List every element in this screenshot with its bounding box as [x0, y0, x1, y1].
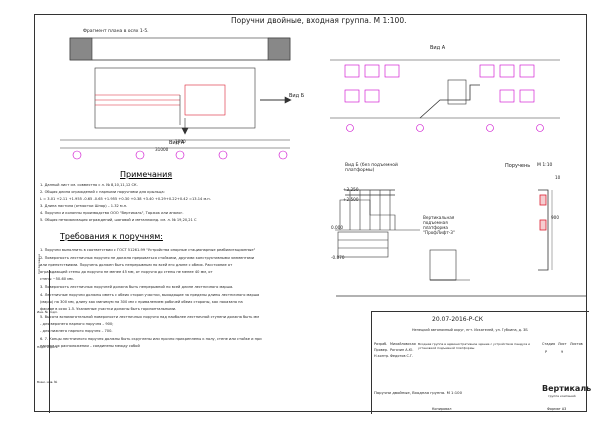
elev-mark-3: 0.000 — [331, 225, 343, 230]
plan-fragment — [60, 37, 292, 160]
stamp-role-2: Провер. — [374, 348, 389, 352]
company-subtitle: группа компаний — [548, 394, 576, 398]
sidebar-label-4: Взам. инв. № — [37, 380, 58, 384]
req-line-9: фасаде в осях 1-5. Указанные участки дол… — [40, 307, 177, 311]
drawing-sheet-frame: Поручни двойные, входная группа. М 1:100… — [34, 14, 592, 414]
stamp-role-3: Н.контр. — [374, 354, 390, 358]
stamp-sheets-hdr: Листов — [570, 342, 583, 346]
handrail-detail — [538, 189, 553, 271]
req-line-3: или препятствиями. Поручень должен быть … — [40, 263, 233, 267]
req-line-5: стены ~50-60 мм. — [40, 277, 74, 281]
dim-mark-1: 1800 — [175, 139, 186, 144]
dim-mark-4: 10 — [555, 175, 561, 180]
sidebar-label-2: Инв. № подл. — [37, 310, 58, 314]
handrail-scale: М 1:10 — [537, 163, 553, 168]
stamp-sheet-hdr: Лист — [558, 342, 567, 346]
view-a-top-label: Вид А — [430, 45, 446, 51]
stamp-name-3: Федотов С.Г. — [390, 354, 414, 358]
stamp-code: 20.07-2016-Р-СК — [432, 316, 484, 323]
platform-caption: Вертикальная подъемная платформа "ПрофЛи… — [423, 215, 455, 235]
stamp-stage: Р — [545, 350, 548, 354]
dim-mark-2: 31000 — [155, 147, 169, 152]
req-line-11: - для верхнего парного поручня – 900; — [40, 322, 114, 326]
sheet-title: Поручни двойные, входная группа. М 1:100… — [231, 16, 407, 25]
stamp-role-1: Разраб. — [374, 342, 388, 346]
platform-section — [429, 249, 470, 281]
view-b-arrow-label: Вид Б — [289, 93, 305, 99]
req-line-8: (марш) на 300 мм, длину как минимум на 3… — [40, 300, 243, 304]
note-line-2: 2. Общая длина ограждений с парными пору… — [40, 190, 165, 194]
req-line-12: - для нижнего парного поручня – 700. — [40, 329, 113, 333]
stamp-copied: Копировал — [432, 407, 452, 411]
req-line-2: 2. Поверхность лестничных поручня не дол… — [40, 256, 255, 260]
title-block: 20.07-2016-Р-СК Ненецкий автономный окру… — [371, 311, 592, 414]
note-line-4: 3. Длина настила (отмостки Шпор) – 1.32 … — [40, 204, 128, 208]
handrail-caption: Поручень — [505, 163, 531, 169]
stamp-sheet-name: Поручни двойные, Входная группа. М 1:100 — [374, 390, 463, 395]
req-line-6: 3. Поверхность лестничных поручней должн… — [40, 285, 234, 289]
plan-caption: Фрагмент плана в осях 1-5. — [83, 29, 149, 34]
stamp-format: Формат А3 — [547, 407, 567, 411]
elev-mark-2: +2.500 — [343, 197, 359, 202]
stamp-object: Входная группа в административное здание… — [418, 342, 531, 350]
req-line-10: 5. Высота вспомогательной поверхности ле… — [40, 315, 259, 319]
stamp-stage-hdr: Стадия — [542, 342, 556, 346]
note-line-5: 4. Поручни и колонны производства ООО "В… — [40, 211, 184, 215]
approval-sidebar: Согласовано Инв. № подл. Подп. и дата Вз… — [35, 254, 58, 413]
req-line-7: 4. Лестничные поручни должны иметь с обе… — [40, 293, 260, 297]
note-line-1: 1. Данный лист см. совместно с л. № 8,10… — [40, 183, 138, 187]
notes-heading: Примечания — [120, 170, 173, 179]
stamp-name-1: Михайловская — [390, 342, 416, 346]
view-a-label: Вид А — [169, 140, 185, 146]
elev-mark-1: +3.250 — [343, 187, 359, 192]
stamp-address: Ненецкий автономный округ, пгт. Искателе… — [412, 328, 528, 332]
req-line-13: 6. 7. Концы лестничного поручня должны б… — [40, 337, 262, 341]
stamp-name-2: Рогозин А.Ю. — [390, 348, 414, 352]
requirements-heading: Требования к поручням: — [60, 232, 163, 241]
req-line-4: ограждающей стены до поручня не менее 45… — [40, 270, 213, 274]
facade-view-a — [330, 59, 560, 132]
sidebar-label-3: Подп. и дата — [37, 345, 58, 349]
view-b-section — [335, 189, 420, 258]
company-logo: Вертикаль — [542, 384, 592, 393]
elev-mark-4: -0.870 — [331, 255, 345, 260]
req-line-1: 1. Поручни выполнить в соответствии с ГО… — [40, 248, 256, 252]
note-line-6: 5. Общая нетоиализация ограждений, шагов… — [40, 218, 197, 222]
note-line-3: L = 3.01 +2.11 +1.955 -0.65 -0.65 +1.955… — [40, 197, 211, 201]
req-line-14: парном их расположении – соединены между… — [40, 344, 140, 348]
dim-mark-3: 900 — [551, 215, 559, 220]
stamp-sheet-no: 9 — [561, 350, 564, 354]
view-b-caption: Вид Б (без подъемной платформы) — [345, 163, 398, 173]
